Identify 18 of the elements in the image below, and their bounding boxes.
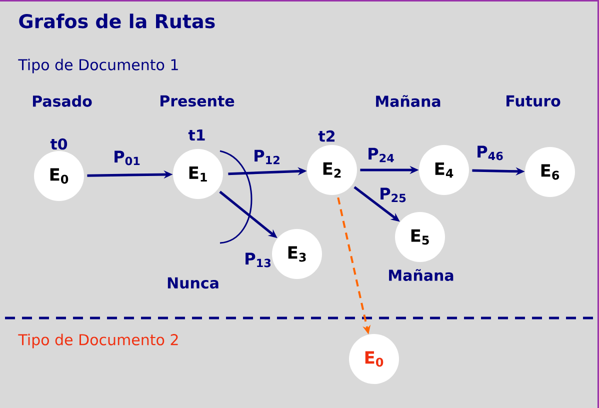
edge-label: P$_{12}$	[254, 150, 280, 164]
edge-label: P$_{13}$	[246, 252, 271, 268]
time-label: Futuro	[506, 95, 560, 107]
section-label: Tipo de Documento 1	[18, 58, 178, 74]
node-caption: t0	[50, 138, 68, 150]
title: Grafos de la Rutas	[19, 14, 215, 28]
time-label: Nunca	[168, 277, 218, 289]
node-caption: t1	[188, 130, 205, 140]
edge-label: P$_{01}$	[114, 150, 140, 166]
time-label: Presente	[160, 95, 234, 107]
edge-label: P$_{24}$	[368, 148, 394, 162]
time-label: Mañana	[376, 95, 440, 107]
edge-label: P$_{46}$	[478, 146, 503, 160]
time-label: Pasado	[32, 95, 92, 107]
edge-label: P$_{25}$	[380, 188, 406, 202]
node-caption: t2	[318, 130, 334, 142]
section-label: Tipo de Documento 2	[18, 334, 178, 348]
node-caption: Mañana	[389, 269, 454, 281]
